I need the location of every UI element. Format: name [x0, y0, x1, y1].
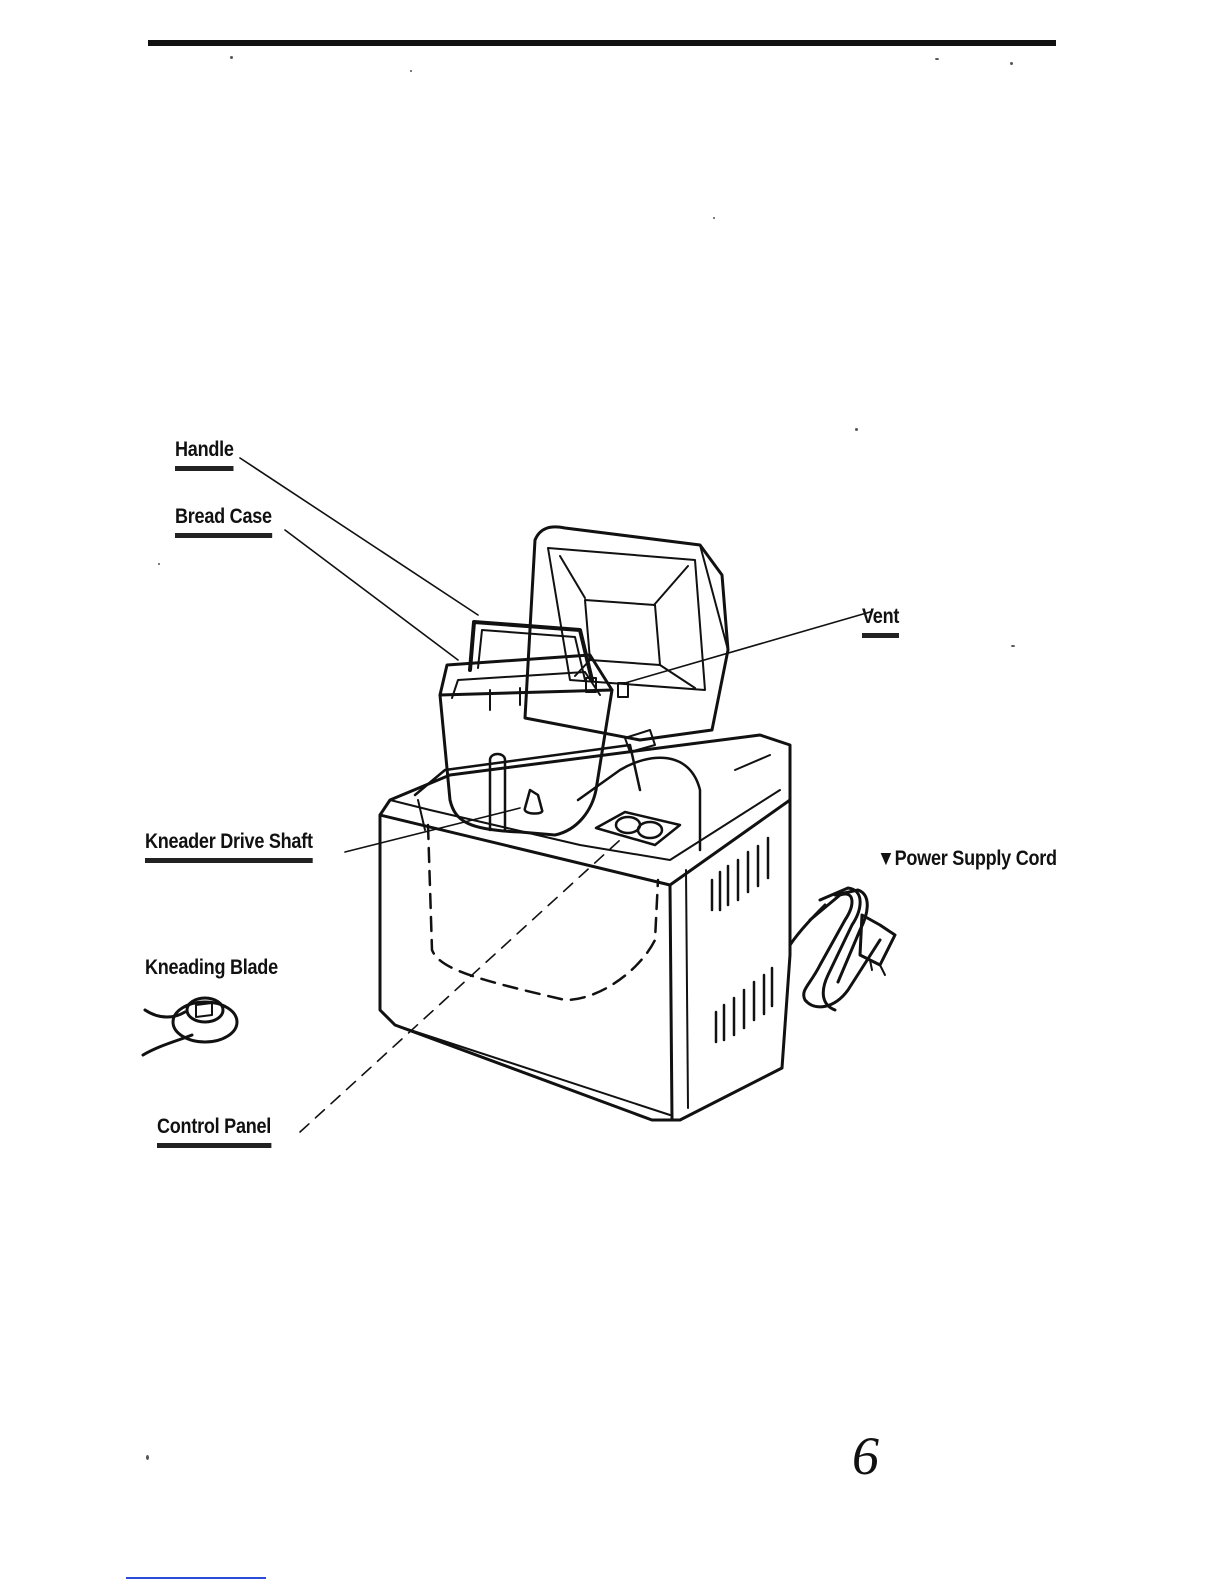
label-handle: Handle [175, 438, 234, 471]
label-power-supply-cord: ▼Power Supply Cord [877, 847, 1057, 871]
label-bread-case: Bread Case [175, 505, 272, 538]
page-number: 6 [852, 1425, 879, 1487]
kneading-blade-art [143, 998, 237, 1055]
machine-body [380, 735, 790, 1120]
lid [525, 527, 728, 752]
side-vents [712, 838, 772, 1042]
bottom-link-underline [126, 1577, 266, 1579]
label-kneader-drive-shaft: Kneader Drive Shaft [145, 830, 313, 863]
label-control-panel: Control Panel [157, 1115, 271, 1148]
label-vent: Vent [862, 605, 899, 638]
control-panel-art [596, 812, 680, 845]
label-kneading-blade: Kneading Blade [145, 956, 278, 980]
drive-shaft-art [525, 790, 543, 814]
leader-lines [240, 458, 870, 1132]
power-cord-art [790, 888, 895, 1010]
